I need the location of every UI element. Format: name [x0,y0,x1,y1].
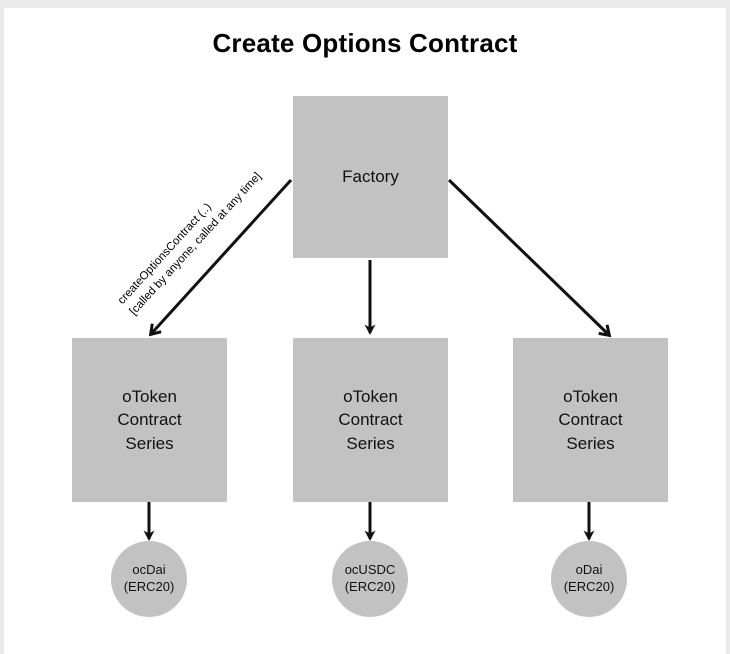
node-otoken-series-3[interactable]: oToken Contract Series [513,338,668,502]
series-2-line-1: oToken [343,387,398,407]
node-factory[interactable]: Factory [293,96,448,258]
edge-factory-to-series-1 [151,178,293,334]
token-2-line-1: ocUSDC [344,562,396,578]
node-token-odai-text: oDai (ERC20) [564,562,615,596]
series-2-line-3: Series [346,433,395,453]
node-otoken-series-2-text: oToken Contract Series [338,385,402,454]
token-2-line-2: (ERC20) [344,579,396,594]
node-token-ocusdc-text: ocUSDC (ERC20) [345,562,396,596]
token-3-line-2: (ERC20) [563,579,615,594]
token-1-line-2: (ERC20) [123,579,175,594]
node-otoken-series-3-text: oToken Contract Series [558,385,622,454]
token-1-line-1: ocDai [132,562,166,578]
connector-layer [143,178,726,541]
node-otoken-series-1[interactable]: oToken Contract Series [72,338,227,502]
series-1-line-1: oToken [122,387,177,407]
node-token-ocdai[interactable]: ocDai (ERC20) [111,541,187,617]
series-1-line-3: Series [125,433,174,453]
token-3-line-1: oDai [575,562,603,578]
series-1-line-2: Contract [117,410,182,430]
diagram-canvas: Create Options Contract createOptionsCon… [4,8,726,654]
node-otoken-series-2[interactable]: oToken Contract Series [293,338,448,502]
node-factory-label: Factory [342,167,399,187]
series-3-line-2: Contract [558,410,623,430]
series-2-line-2: Contract [338,410,403,430]
page-title: Create Options Contract [212,28,518,58]
node-token-ocusdc[interactable]: ocUSDC (ERC20) [332,541,408,617]
series-3-line-3: Series [566,433,615,453]
edge-factory-to-series-3 [447,178,609,335]
node-otoken-series-1-text: oToken Contract Series [117,385,181,454]
node-token-ocdai-text: ocDai (ERC20) [124,562,175,596]
series-3-line-1: oToken [563,387,618,407]
node-token-odai[interactable]: oDai (ERC20) [551,541,627,617]
